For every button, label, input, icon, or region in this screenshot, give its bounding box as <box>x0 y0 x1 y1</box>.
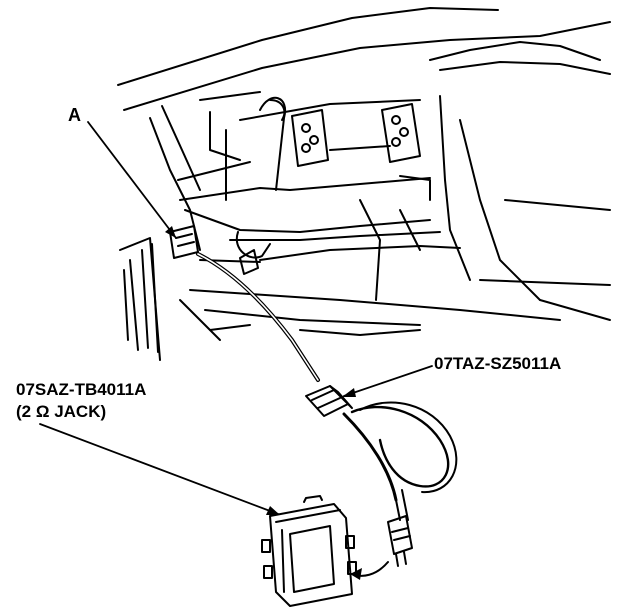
callout-label-jack-part: 07SAZ-TB4011A <box>16 380 147 399</box>
side-pillar <box>119 237 161 361</box>
dashboard-outline <box>117 7 611 341</box>
callout-a-arrowhead <box>165 226 176 238</box>
callout-jack-arrowhead <box>266 506 280 515</box>
callout-label-adapter: 07TAZ-SZ5011A <box>434 354 562 373</box>
adapter-harness <box>196 252 320 382</box>
callout-adapter-arrowhead <box>342 388 356 397</box>
adapter-connector <box>305 385 353 417</box>
vehicle-connector-a <box>169 225 271 275</box>
callout-adapter-leader <box>343 365 433 397</box>
jack-box <box>261 495 357 607</box>
callout-label-a: A <box>68 105 81 125</box>
callout-label-jack-desc: (2 Ω JACK) <box>16 402 107 421</box>
callout-a-leader <box>87 121 177 239</box>
callout-jack-leader <box>39 423 279 515</box>
relay-brackets <box>259 96 431 201</box>
cable-plug <box>387 515 413 567</box>
coiled-cable <box>342 401 458 521</box>
